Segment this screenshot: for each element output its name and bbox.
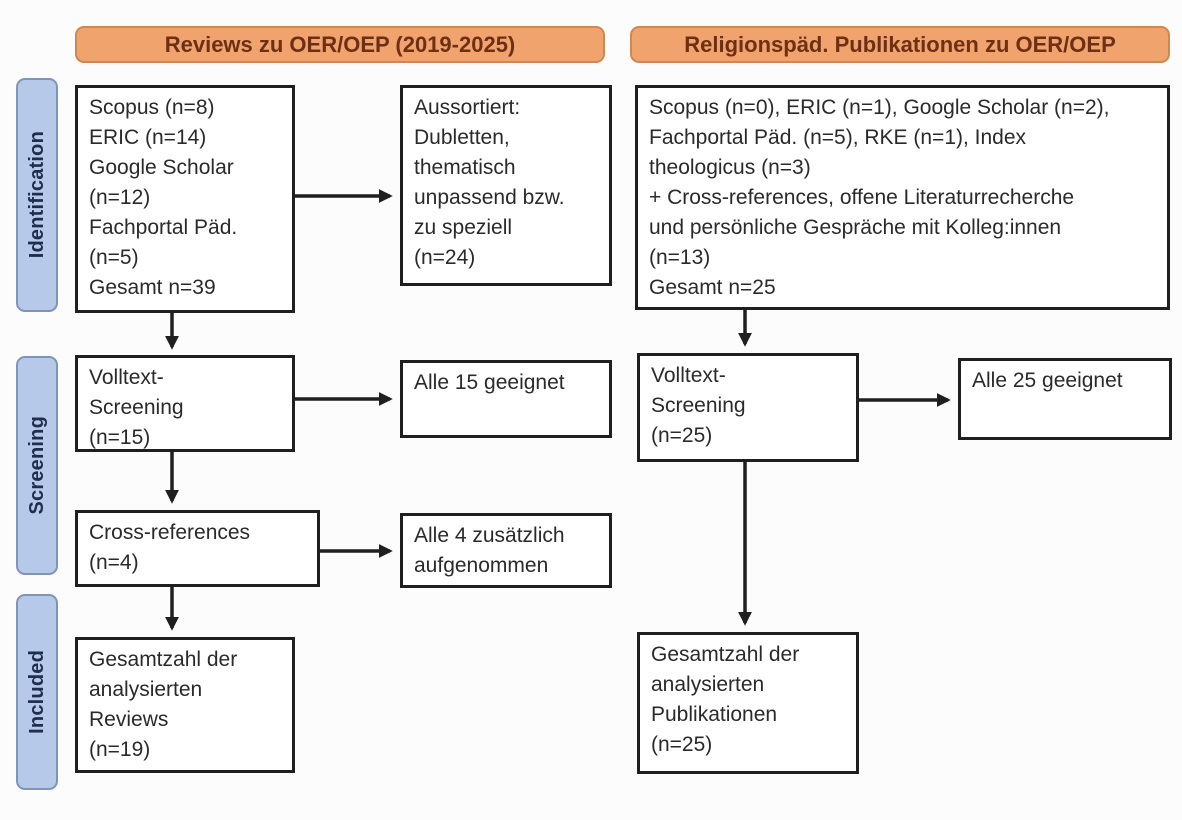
box-alle-25-geeignet-text: Alle 25 geeignet [972, 369, 1123, 392]
box-volltext-screening-relpaed: Volltext- Screening (n=25) [637, 353, 859, 462]
box-relpaed-sources: Scopus (n=0), ERIC (n=1), Google Scholar… [635, 85, 1170, 310]
box-volltext-screening-relpaed-text: Volltext- Screening (n=25) [651, 364, 746, 447]
box-alle-25-geeignet: Alle 25 geeignet [958, 358, 1172, 440]
box-cross-references-text: Cross-references (n=4) [89, 521, 251, 574]
stage-label-included: Included [16, 594, 58, 790]
stage-label-identification: Identification [16, 78, 58, 312]
column-header-religionspaed: Religionspäd. Publikationen zu OER/OEP [630, 26, 1170, 63]
box-cross-references: Cross-references (n=4) [75, 510, 320, 587]
box-volltext-screening-reviews: Volltext- Screening (n=15) [75, 355, 295, 452]
stage-label-screening: Screening [16, 356, 58, 575]
box-included-reviews: Gesamtzahl der analysierten Reviews (n=1… [75, 637, 295, 773]
box-included-relpaed: Gesamtzahl der analysierten Publikatione… [637, 632, 859, 774]
box-aussortiert-text: Aussortiert: Dubletten, thematisch unpas… [414, 96, 565, 269]
box-reviews-sources: Scopus (n=8) ERIC (n=14) Google Scholar … [75, 85, 295, 313]
box-volltext-screening-reviews-text: Volltext- Screening (n=15) [89, 366, 184, 449]
box-aussortiert: Aussortiert: Dubletten, thematisch unpas… [400, 85, 612, 286]
stage-label-screening-text: Screening [25, 416, 48, 515]
box-reviews-sources-text: Scopus (n=8) ERIC (n=14) Google Scholar … [89, 96, 238, 299]
box-included-relpaed-text: Gesamtzahl der analysierten Publikatione… [651, 643, 800, 756]
box-alle-15-geeignet: Alle 15 geeignet [400, 360, 612, 438]
stage-label-identification-text: Identification [25, 131, 48, 259]
box-alle-4-aufgenommen-text: Alle 4 zusätzlich aufgenommen [414, 524, 565, 577]
column-header-reviews: Reviews zu OER/OEP (2019-2025) [75, 26, 605, 63]
box-relpaed-sources-text: Scopus (n=0), ERIC (n=1), Google Scholar… [649, 96, 1110, 299]
stage-label-included-text: Included [25, 650, 48, 734]
box-alle-4-aufgenommen: Alle 4 zusätzlich aufgenommen [400, 513, 612, 588]
box-included-reviews-text: Gesamtzahl der analysierten Reviews (n=1… [89, 648, 238, 761]
box-alle-15-geeignet-text: Alle 15 geeignet [414, 371, 565, 394]
